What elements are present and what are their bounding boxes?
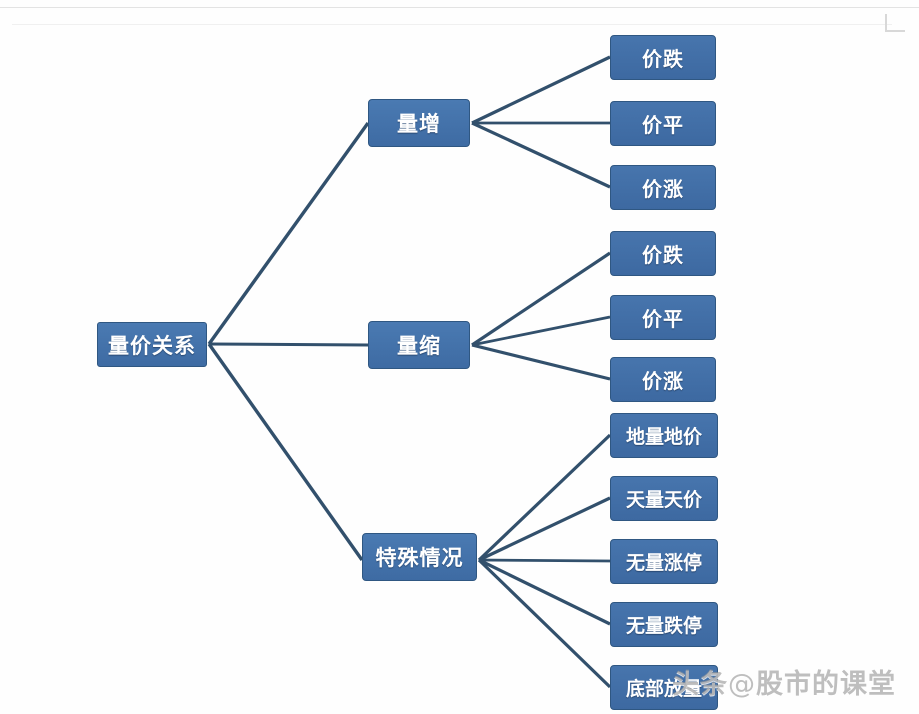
node-leaf-b1-2[interactable]: 价涨: [610, 357, 716, 402]
node-leaf-b0-2[interactable]: 价涨: [610, 165, 716, 210]
link-branch-1-leaf-2: [471, 343, 611, 381]
node-leaf-b2-2[interactable]: 无量涨停: [610, 539, 718, 584]
node-leaf-b1-0[interactable]: 价跌: [610, 231, 716, 276]
link-branch-2-leaf-2: [478, 558, 611, 563]
node-root[interactable]: 量价关系: [97, 322, 207, 367]
link-branch-0-leaf-2: [471, 121, 611, 189]
link-branch-2-leaf-3: [478, 558, 611, 626]
page-corner-mark-icon: [885, 14, 905, 32]
node-leaf-b1-1[interactable]: 价平: [610, 295, 716, 340]
link-branch-2-leaf-4: [477, 558, 612, 689]
page-edge-line-secondary: [12, 24, 892, 25]
node-leaf-b2-0[interactable]: 地量地价: [610, 413, 718, 458]
node-branch-volume-up[interactable]: 量增: [368, 99, 470, 147]
node-branch-special-cases[interactable]: 特殊情况: [362, 533, 477, 581]
watermark-prefix: 头条: [672, 669, 728, 700]
link-branch-2-leaf-0: [477, 433, 612, 562]
node-leaf-b2-1[interactable]: 天量天价: [610, 476, 718, 521]
link-branch-0-leaf-0: [471, 55, 611, 125]
link-branch-1-leaf-1: [471, 315, 611, 347]
link-root-to-branch-2: [207, 343, 364, 561]
link-branch-1-leaf-0: [471, 251, 611, 347]
node-leaf-b0-1[interactable]: 价平: [610, 101, 716, 146]
link-branch-2-leaf-1: [478, 496, 611, 562]
node-leaf-b2-3[interactable]: 无量跌停: [610, 602, 718, 647]
node-leaf-b2-4[interactable]: 底部放量: [610, 665, 718, 710]
node-leaf-b0-0[interactable]: 价跌: [610, 35, 716, 80]
page-edge-line: [0, 7, 919, 8]
link-root-to-branch-1: [208, 342, 369, 347]
watermark-at-symbol: @: [728, 669, 756, 700]
link-root-to-branch-0: [207, 122, 370, 345]
node-branch-volume-down[interactable]: 量缩: [368, 321, 470, 369]
watermark-account: 股市的课堂: [756, 669, 896, 700]
watermark: 头条@股市的课堂: [672, 662, 896, 701]
